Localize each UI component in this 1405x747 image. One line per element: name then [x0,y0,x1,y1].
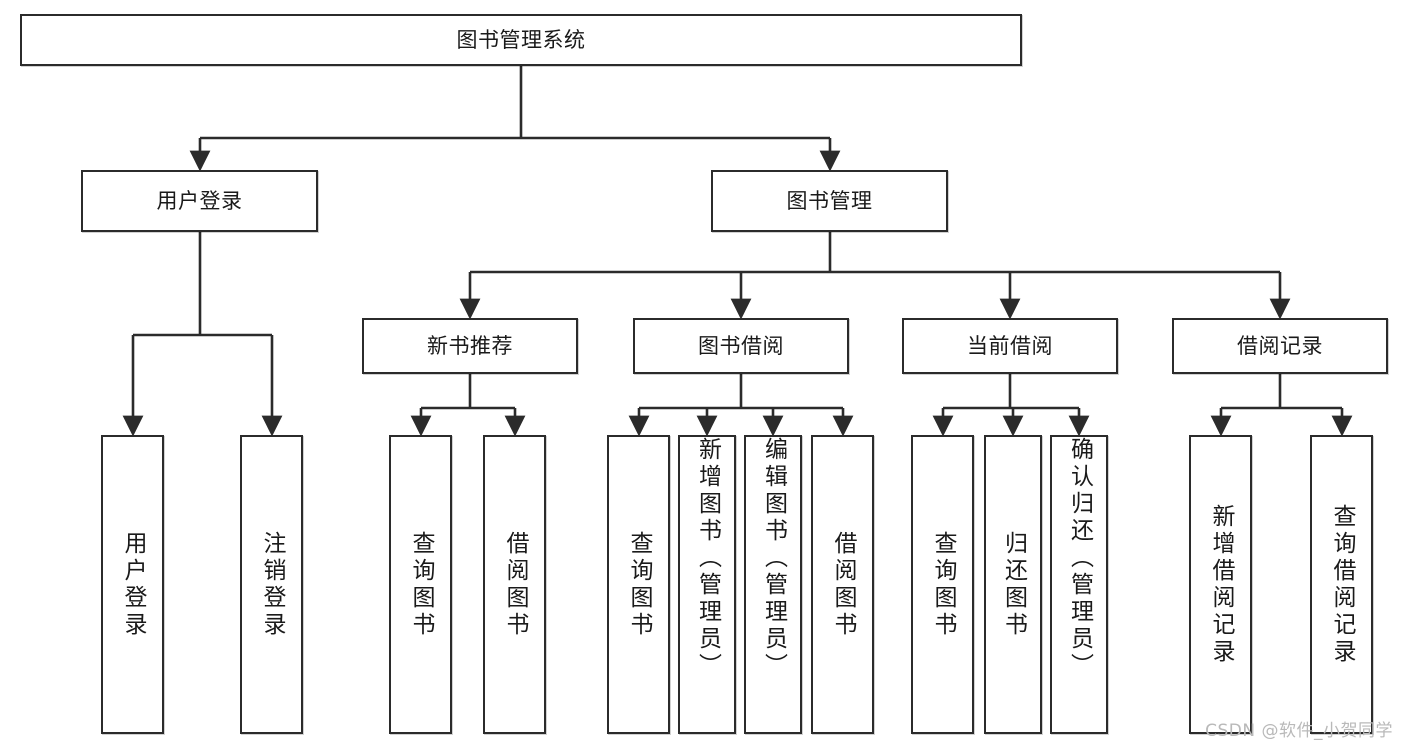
node-label-leaf-qryrecord: 查询借阅记录 [1329,503,1355,666]
node-label-leaf-logout: 注销登录 [259,530,285,639]
node-label-leaf-addrecord: 新增借阅记录 [1208,503,1234,666]
node-leaf-addrecord[interactable]: 新增借阅记录 [1189,435,1252,734]
node-leaf-borrowbk1[interactable]: 借阅图书 [483,435,546,734]
node-label-login: 用户登录 [156,188,243,213]
node-borrowrecord[interactable]: 借阅记录 [1172,318,1388,374]
watermark-text: CSDN @软件_小贺同学 [1205,721,1393,741]
node-currentborrow[interactable]: 当前借阅 [902,318,1118,374]
node-label-leaf-returnbook: 归还图书 [1000,530,1027,639]
node-leaf-logout[interactable]: 注销登录 [240,435,303,734]
node-bookmgmt[interactable]: 图书管理 [711,170,948,232]
node-newbook[interactable]: 新书推荐 [362,318,578,374]
node-label-leaf-querybook2: 查询图书 [626,530,652,639]
node-leaf-borrowbk2[interactable]: 借阅图书 [811,435,874,734]
node-label-borrowbook: 图书借阅 [698,333,784,358]
node-leaf-editbook[interactable]: 编辑图书（管理员） [744,435,802,734]
node-label-currentborrow: 当前借阅 [967,333,1053,358]
node-leaf-qryrecord[interactable]: 查询借阅记录 [1310,435,1373,734]
node-leaf-userlogin[interactable]: 用户登录 [101,435,164,734]
node-leaf-confirm[interactable]: 确认归还（管理员） [1050,435,1108,734]
node-label-bookmgmt: 图书管理 [786,188,873,213]
node-label-leaf-borrowbk2: 借阅图书 [830,530,856,639]
node-label-borrowrecord: 借阅记录 [1237,333,1323,358]
node-leaf-addbook[interactable]: 新增图书（管理员） [678,435,736,734]
node-label-leaf-confirm: 确认归还（管理员） [1066,437,1093,680]
node-leaf-querybook3[interactable]: 查询图书 [911,435,974,734]
node-leaf-querybook2[interactable]: 查询图书 [607,435,670,734]
node-borrowbook[interactable]: 图书借阅 [633,318,849,374]
node-label-leaf-addbook: 新增图书（管理员） [694,437,721,680]
node-label-leaf-querybook1: 查询图书 [408,530,434,639]
node-label-leaf-querybook3: 查询图书 [930,530,956,639]
node-root[interactable]: 图书管理系统 [20,14,1022,66]
node-label-root: 图书管理系统 [456,27,586,52]
node-label-leaf-borrowbk1: 借阅图书 [502,530,528,639]
node-label-leaf-editbook: 编辑图书（管理员） [760,437,787,680]
node-login[interactable]: 用户登录 [81,170,318,232]
node-leaf-returnbook[interactable]: 归还图书 [984,435,1042,734]
node-label-leaf-userlogin: 用户登录 [120,530,146,639]
node-leaf-querybook1[interactable]: 查询图书 [389,435,452,734]
node-label-newbook: 新书推荐 [427,333,513,358]
